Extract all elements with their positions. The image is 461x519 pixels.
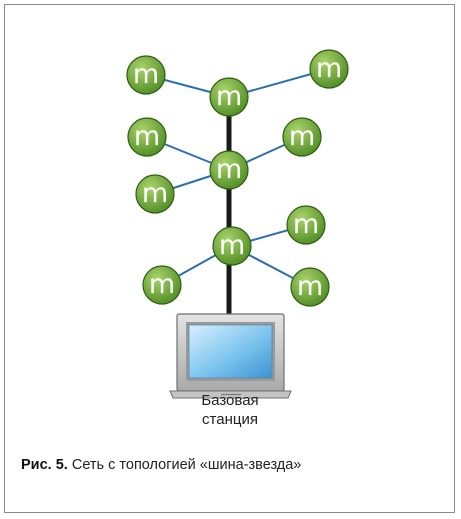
leaf-node-middle-right: m — [286, 205, 326, 245]
figure-frame: m m m m m m m m m m m Базовая станция Ри… — [4, 4, 455, 513]
hub-node-1: m — [209, 77, 249, 117]
node-circle — [127, 117, 167, 157]
leaf-node-upper-right: m — [282, 117, 322, 157]
node-circle — [135, 174, 175, 214]
leaf-node-lower-left: m — [142, 265, 182, 305]
node-letter: m — [289, 121, 315, 152]
base-station-label: Базовая станция — [155, 391, 305, 429]
node-circle — [290, 267, 330, 307]
node-letter: m — [316, 53, 342, 84]
hub-node-2: m — [209, 150, 249, 190]
leaf-node-top-right: m — [309, 49, 349, 89]
node-letter: m — [142, 178, 168, 209]
figure-caption-text: Сеть с топологией «шина-звезда» — [71, 457, 302, 473]
node-circle — [309, 49, 349, 89]
figure-number: Рис. 5. — [21, 457, 68, 473]
node-letter: m — [219, 230, 245, 261]
base-station-label-line2: станция — [202, 411, 258, 428]
hub-node-3: m — [212, 226, 252, 266]
node-letter: m — [297, 271, 323, 302]
node-circle — [126, 55, 166, 95]
node-letter: m — [133, 59, 159, 90]
node-letter: m — [216, 154, 242, 185]
node-circle — [209, 150, 249, 190]
node-letter: m — [216, 81, 242, 112]
node-letter: m — [134, 121, 160, 152]
base-station-icon — [169, 313, 292, 399]
figure-caption: Рис. 5. Сеть с топологией «шина-звезда» — [21, 457, 301, 473]
leaf-node-upper-left: m — [127, 117, 167, 157]
node-circle — [142, 265, 182, 305]
leaf-node-middle-left: m — [135, 174, 175, 214]
leaf-node-top-left: m — [126, 55, 166, 95]
node-circle — [286, 205, 326, 245]
bus-star-diagram: m m m m m m m m m m m — [126, 49, 349, 399]
node-circle — [212, 226, 252, 266]
leaf-node-lower-right: m — [290, 267, 330, 307]
node-circle — [209, 77, 249, 117]
nodes-layer: m m m m m m m m m m m — [126, 49, 349, 307]
base-station-label-line1: Базовая — [201, 392, 259, 409]
node-letter: m — [293, 209, 319, 240]
node-letter: m — [149, 269, 175, 300]
node-circle — [282, 117, 322, 157]
